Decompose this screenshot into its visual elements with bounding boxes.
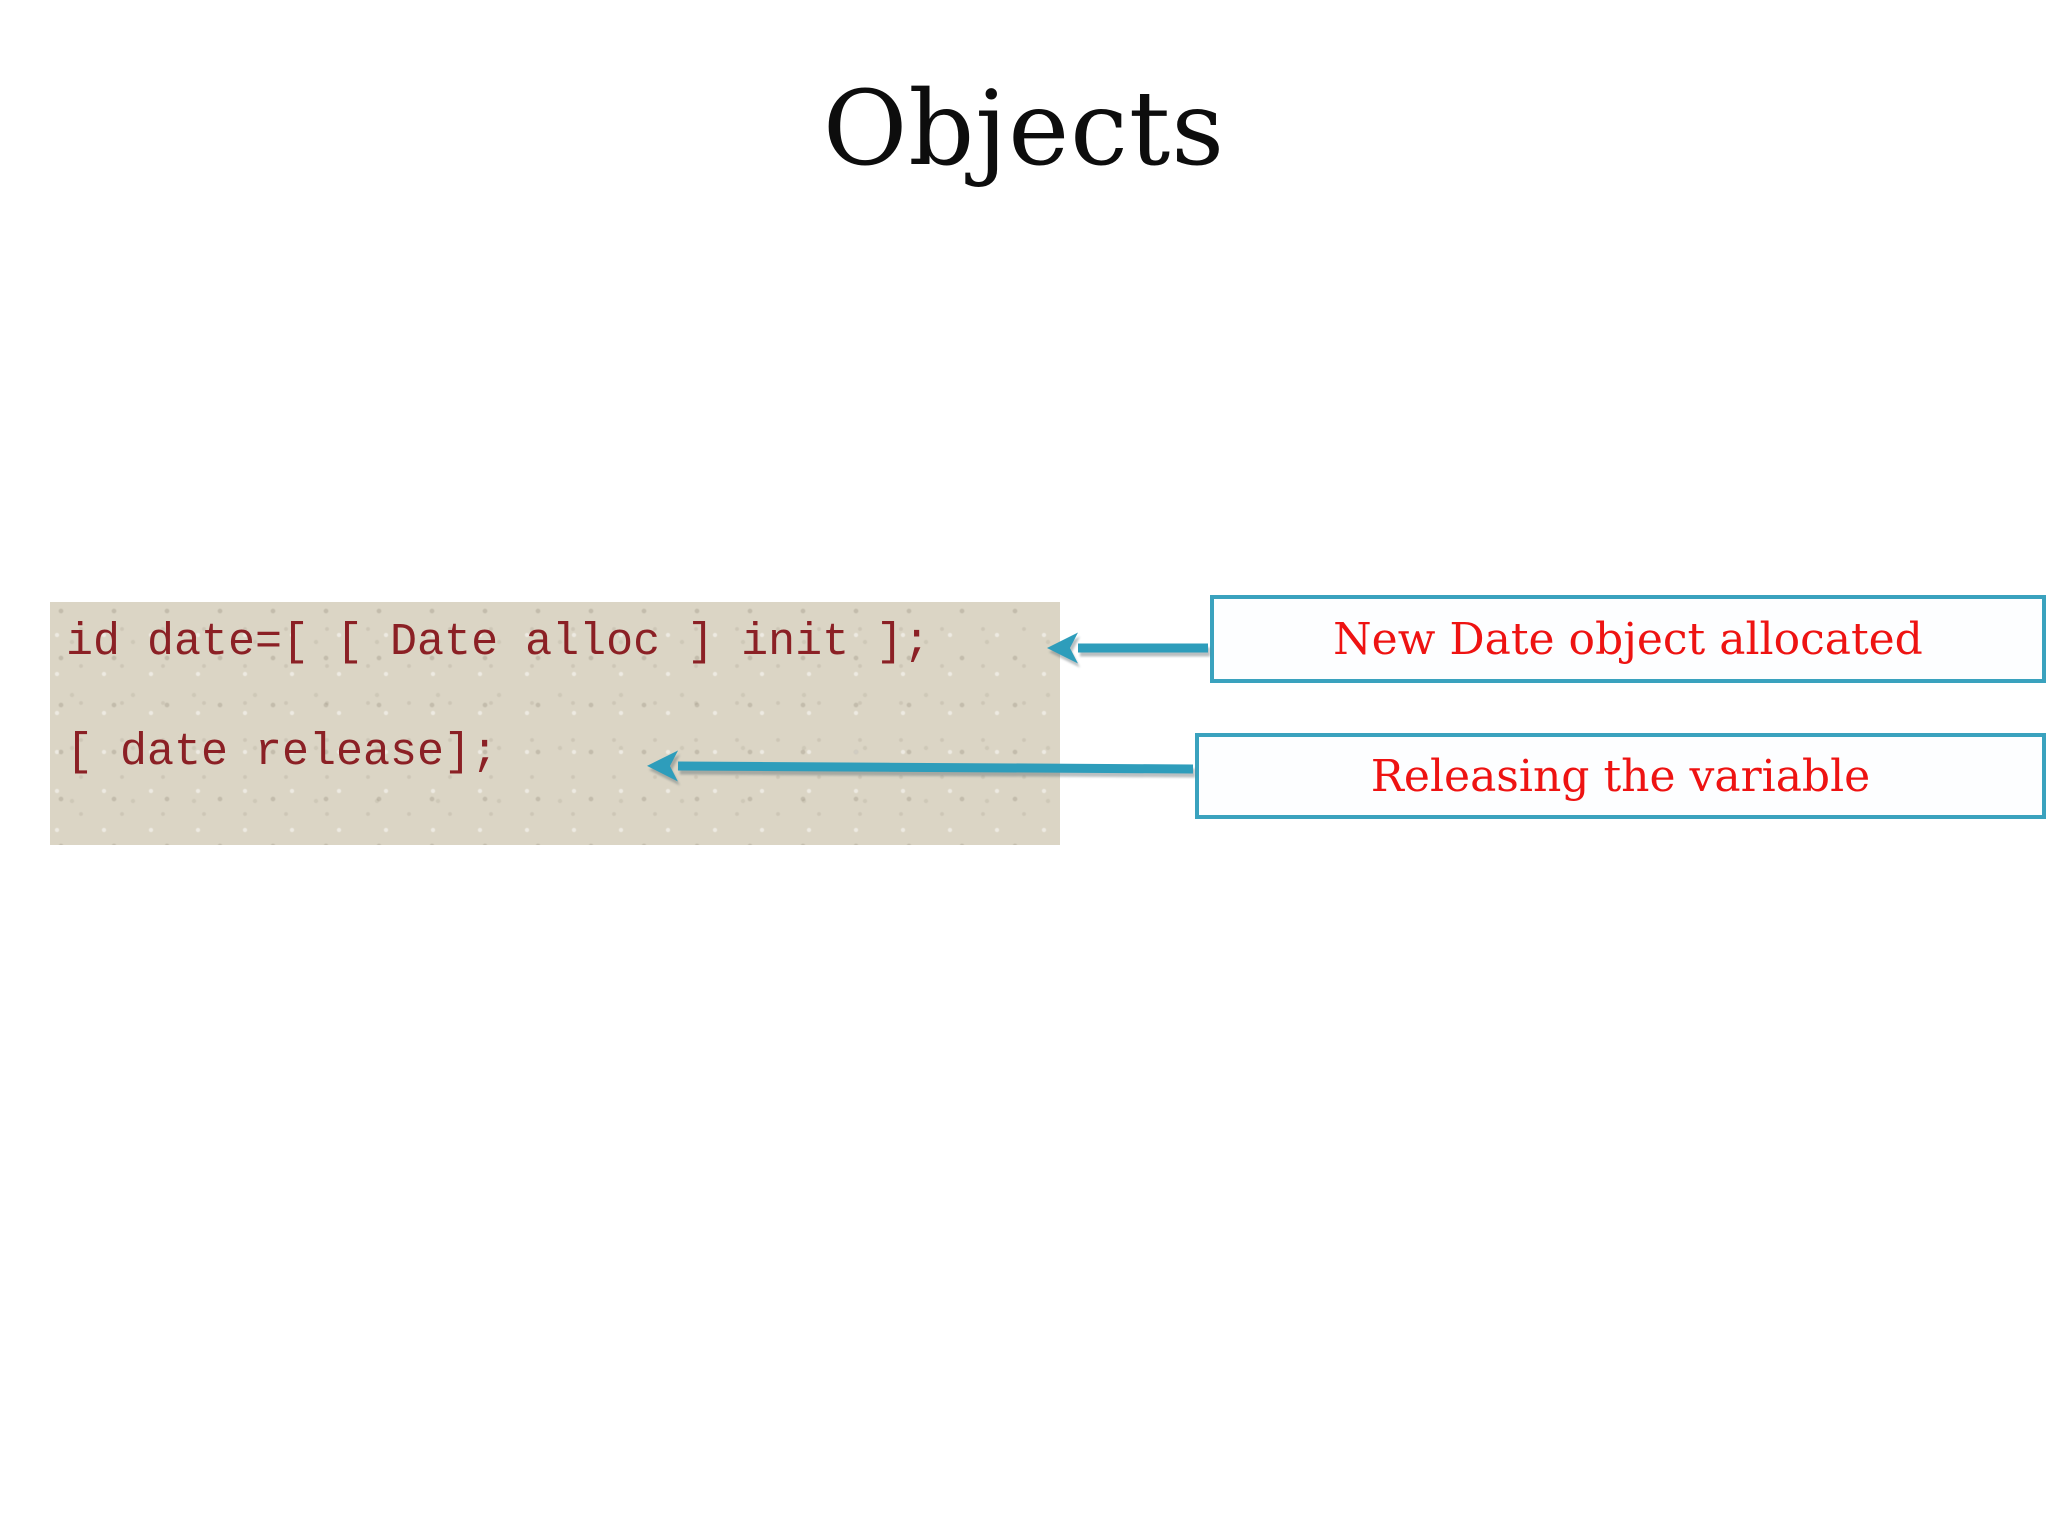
callout-label: New Date object allocated <box>1333 613 1923 665</box>
code-block: id date=[ [ Date alloc ] init ]; [ date … <box>50 602 1060 845</box>
page-title: Objects <box>822 69 1226 189</box>
callout-new-date-allocated: New Date object allocated <box>1210 595 2046 683</box>
code-line-release: [ date release]; <box>66 727 499 778</box>
callout-releasing-variable: Releasing the variable <box>1195 733 2046 819</box>
code-line-blank <box>66 670 1060 725</box>
code-line-alloc: id date=[ [ Date alloc ] init ]; <box>66 617 931 668</box>
code-lines: id date=[ [ Date alloc ] init ]; [ date … <box>50 602 1060 780</box>
callout-label: Releasing the variable <box>1370 750 1871 802</box>
